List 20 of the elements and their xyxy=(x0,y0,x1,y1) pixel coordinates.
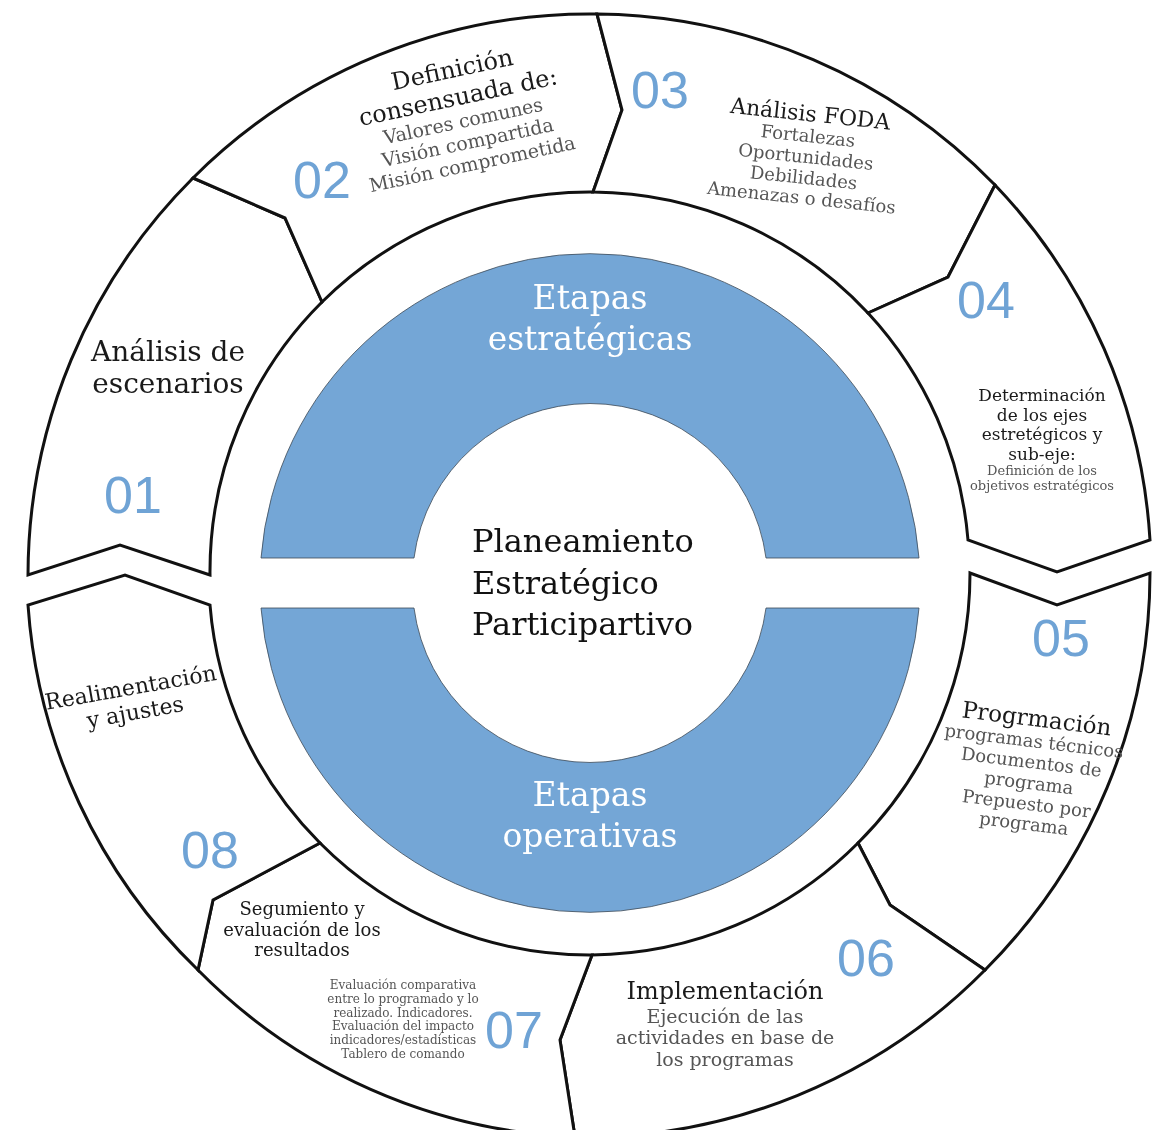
step-detail: Ejecución de las actividades en base de los programas xyxy=(614,1006,836,1072)
center-title: Planeamiento Estratégico Participartivo xyxy=(472,520,695,645)
step-number: 04 xyxy=(957,274,1015,326)
band-label: Etapas operativas xyxy=(501,773,679,857)
step-number: 03 xyxy=(631,64,689,116)
step-number: 01 xyxy=(104,469,162,521)
step-number: 06 xyxy=(837,932,895,984)
step-number: 08 xyxy=(181,824,239,876)
step-heading: Análisis de escenarios xyxy=(89,335,246,401)
step-detail: Evaluación del impacto indicadores/estadísticas xyxy=(328,1020,478,1048)
step-number: 07 xyxy=(485,1004,543,1056)
step-heading: Implementación xyxy=(626,978,824,1007)
step-heading: Segumiento y evaluación de los resultados xyxy=(222,898,382,962)
band-label: Etapas estratégicas xyxy=(486,276,694,360)
step-number: 05 xyxy=(1032,612,1090,664)
step-number: 02 xyxy=(293,154,351,206)
step-detail: Evaluación comparativa entre lo programado y lo realizado. Indicadores. xyxy=(326,978,480,1020)
step-detail: Tablero de comando xyxy=(341,1047,465,1062)
step-detail: Definición de los objetivos estratégicos xyxy=(969,464,1115,495)
step-heading: Determinación de los ejes estretégicos y sub-eje: xyxy=(977,385,1107,465)
